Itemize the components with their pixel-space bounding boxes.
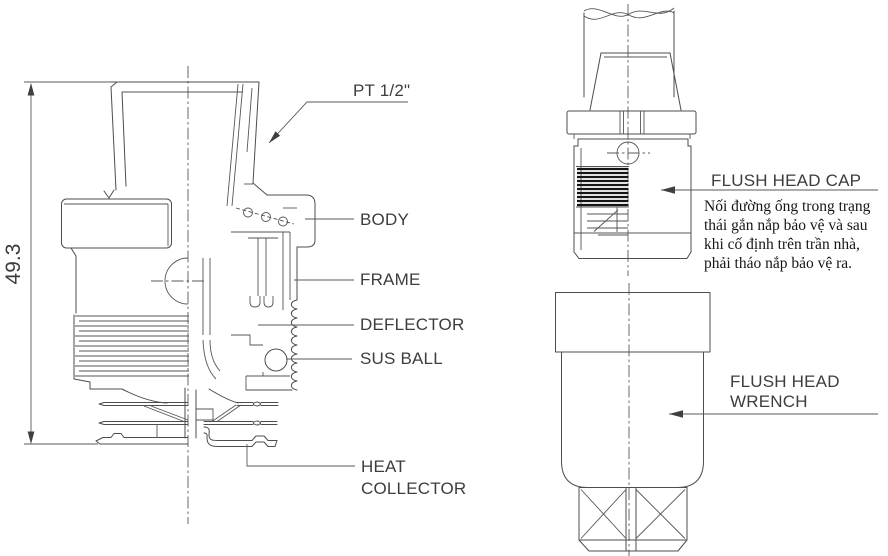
body-section bbox=[61, 194, 316, 254]
label-sus-ball: SUS BALL bbox=[360, 349, 443, 368]
cap-leader-line bbox=[661, 186, 878, 194]
thread-connector-section bbox=[103, 81, 268, 207]
left-centerline bbox=[151, 66, 205, 524]
label-body: BODY bbox=[360, 210, 409, 229]
dimension-label: 49.3 bbox=[2, 243, 25, 285]
glass-bulb-arc bbox=[164, 257, 189, 305]
cap-figure bbox=[566, 4, 697, 276]
label-deflector: DEFLECTOR bbox=[360, 315, 465, 334]
cap-note-line-4: phải tháo nắp bảo vệ ra. bbox=[704, 255, 853, 272]
label-frame: FRAME bbox=[360, 270, 421, 289]
label-pt-thread: PT 1/2" bbox=[353, 81, 411, 100]
frame-section bbox=[70, 207, 298, 404]
cap-note-line-3: khi cố định trên trần nhà, bbox=[704, 236, 860, 253]
cap-note-line-2: thái gắn nắp bảo vệ và sau bbox=[704, 217, 868, 234]
label-flush-head-wrench-1: FLUSH HEAD bbox=[730, 372, 840, 391]
cap-note-line-1: Nối đường ống trong trạng bbox=[704, 198, 871, 215]
left-leader-lines bbox=[246, 101, 408, 467]
heat-collector-fins bbox=[95, 387, 279, 447]
label-flush-head-wrench-2: WRENCH bbox=[730, 392, 808, 411]
wrench-figure bbox=[555, 283, 711, 556]
wrench-leader-line bbox=[669, 410, 878, 418]
label-heat: HEAT bbox=[361, 457, 406, 476]
label-collector: COLLECTOR bbox=[361, 479, 467, 498]
cap-note: Nối đường ống trong trạng thái gắn nắp b… bbox=[704, 197, 884, 273]
dimension-49-3 bbox=[24, 81, 111, 445]
label-flush-head-cap: FLUSH HEAD CAP bbox=[711, 171, 862, 190]
